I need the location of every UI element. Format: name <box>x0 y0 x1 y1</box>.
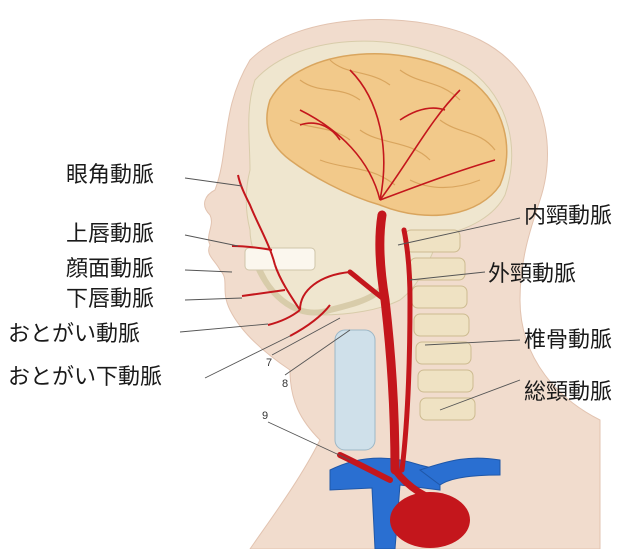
marker-number-8: 8 <box>282 378 288 390</box>
label-inferior-labial-artery: 下唇動脈 <box>66 287 154 313</box>
aortic-arch <box>390 492 470 548</box>
label-internal-carotid-artery: 内頸動脈 <box>524 204 612 230</box>
marker-number-7: 7 <box>266 357 272 369</box>
label-vertebral-artery: 椎骨動脈 <box>524 328 612 354</box>
label-external-carotid-artery: 外頸動脈 <box>488 262 576 288</box>
label-common-carotid-artery: 総頸動脈 <box>524 380 612 406</box>
label-mental-artery: おとがい動脈 <box>8 322 140 348</box>
label-submental-artery: おとがい下動脈 <box>8 365 162 391</box>
label-angular-artery: 眼角動脈 <box>66 163 154 189</box>
trachea <box>335 330 375 450</box>
label-superior-labial-artery: 上唇動脈 <box>66 222 154 248</box>
marker-number-9: 9 <box>262 410 268 422</box>
label-facial-artery: 顔面動脈 <box>66 257 154 283</box>
teeth <box>245 248 315 270</box>
